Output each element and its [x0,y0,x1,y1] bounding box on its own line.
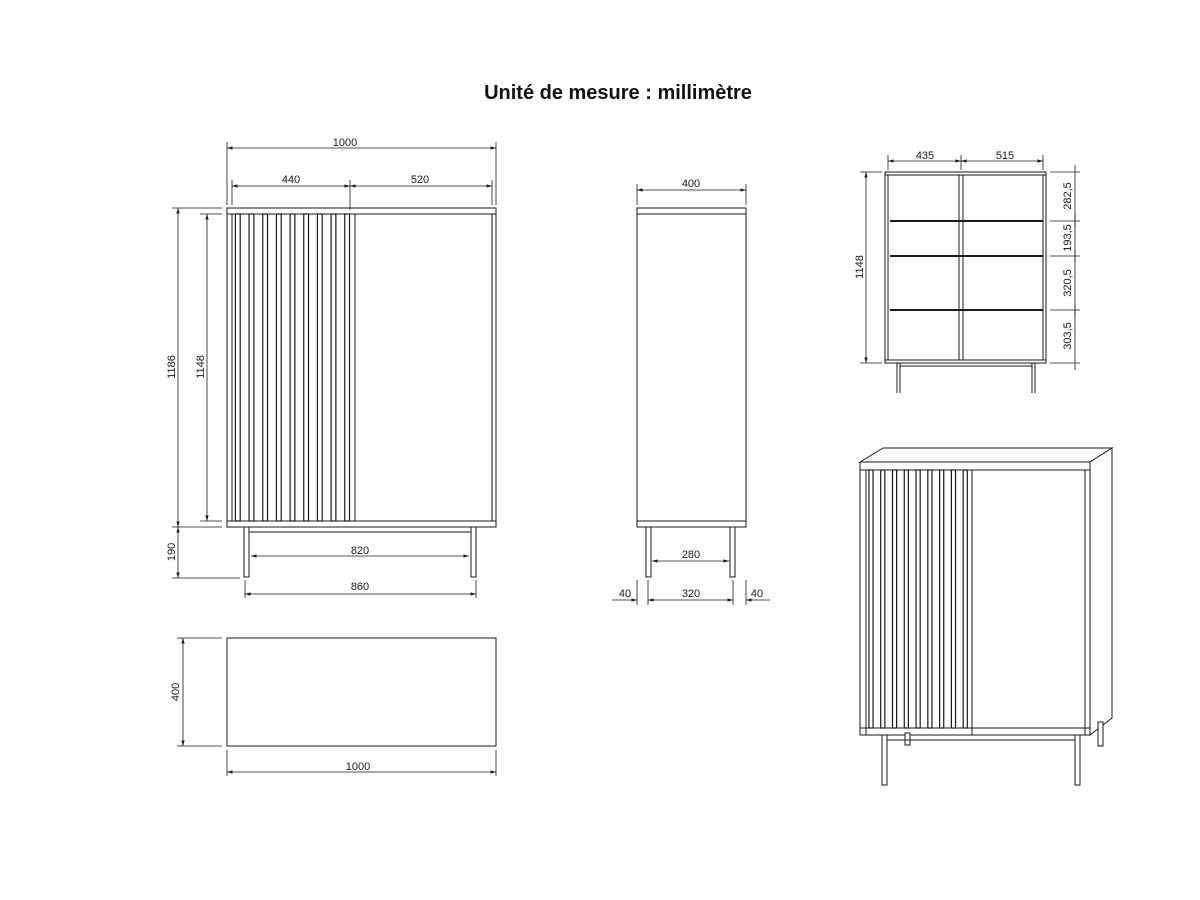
front-view: 1000 440 520 1186 1148 190 820 860 [166,137,497,598]
dim-height-legs: 190 [166,543,178,561]
dim-width-right: 520 [411,174,429,186]
dim-interior-left: 435 [916,150,934,162]
slat [915,469,921,729]
slat [903,469,909,729]
dim-side-leg-inner: 280 [682,549,700,561]
door-slats-iso [868,469,968,729]
slat [248,213,255,522]
dim-height-total: 1186 [166,355,178,379]
dim-offset-left: 40 [619,588,631,600]
door-slats [234,213,351,522]
slat [927,469,933,729]
dim-shelf-2: 193,5 [1062,224,1074,252]
dim-top-depth: 400 [170,683,182,701]
dim-shelf-3: 320,5 [1062,269,1074,297]
slat [275,213,282,522]
dim-shelf-1: 282,5 [1062,182,1074,210]
slat [289,213,296,522]
slat [234,213,241,522]
slat [316,213,323,522]
slat [891,469,898,729]
slat [939,469,945,729]
isometric-view [858,447,1114,786]
dim-shelf-4: 303,5 [1062,322,1074,350]
dim-height-body: 1148 [195,355,207,379]
side-view: 400 280 40 320 40 [612,178,770,605]
dim-top-width: 1000 [346,761,370,773]
dim-offset-right: 40 [751,588,763,600]
dim-leg-inner: 820 [351,545,369,557]
dim-width-total: 1000 [333,137,357,149]
dim-interior-height: 1148 [854,255,866,279]
interior-view: 435 515 1148 282,5 193,5 320,5 303,5 [854,150,1080,393]
slat [950,469,957,729]
dim-width-left: 440 [282,174,300,186]
slat [303,213,310,522]
dim-leg-span: 320 [682,588,700,600]
drawing-title: Unité de mesure : millimètre [484,82,752,104]
dim-leg-outer: 860 [351,581,369,593]
slat [962,469,968,729]
top-view: 400 1000 [170,637,497,776]
dim-interior-right: 515 [996,150,1014,162]
slat [330,213,337,522]
slat [344,213,351,522]
slat [262,213,269,522]
dim-depth: 400 [682,178,700,190]
slat [880,469,886,729]
slat [868,469,874,729]
